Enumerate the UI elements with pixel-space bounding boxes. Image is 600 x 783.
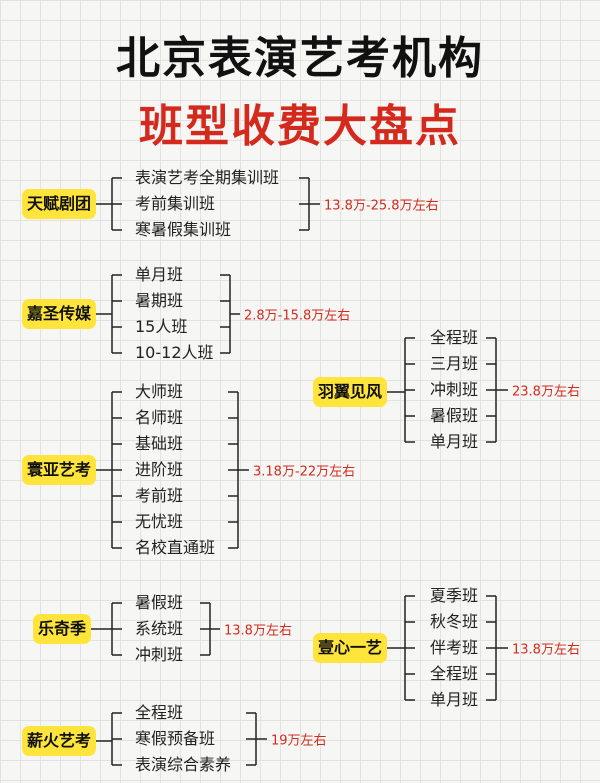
class-item: 秋冬班 — [430, 612, 479, 631]
price-label-tianfu: 13.8万-25.8万左右 — [324, 198, 439, 214]
class-item: 基础班 — [135, 434, 184, 453]
class-item: 表演艺考全期集训班 — [135, 168, 280, 187]
price-label-yuyi: 23.8万左右 — [512, 384, 580, 400]
price-label-xinhuo: 19万左右 — [271, 733, 327, 749]
class-item: 暑假班 — [430, 406, 479, 425]
class-item: 全程班 — [430, 328, 479, 347]
class-item: 冲刺班 — [430, 380, 479, 399]
org-label-yuyi: 羽翼见风 — [313, 377, 388, 407]
class-item: 10-12人班 — [135, 343, 214, 362]
class-item: 大师班 — [135, 382, 184, 401]
class-item: 15人班 — [135, 317, 188, 336]
class-item: 暑期班 — [135, 291, 184, 310]
class-item: 名校直通班 — [135, 538, 216, 557]
org-label-xinhuo: 薪火艺考 — [22, 726, 97, 756]
class-item: 夏季班 — [430, 586, 479, 605]
class-item: 表演综合素养 — [135, 755, 232, 774]
class-item: 无忧班 — [135, 512, 184, 531]
class-item: 暑假班 — [135, 593, 184, 612]
price-label-huanya: 3.18万-22万左右 — [253, 464, 356, 480]
class-item: 单月班 — [430, 432, 479, 451]
class-item: 名师班 — [135, 408, 184, 427]
class-item: 考前集训班 — [135, 194, 216, 213]
class-item: 单月班 — [430, 690, 479, 709]
page-title: 北京表演艺考机构 — [116, 33, 484, 84]
page-subtitle: 班型收费大盘点 — [139, 101, 461, 152]
class-item: 系统班 — [135, 619, 184, 638]
class-item: 考前班 — [135, 486, 184, 505]
org-label-tianfu: 天赋剧团 — [22, 189, 97, 219]
org-label-jiasheng: 嘉圣传媒 — [22, 299, 97, 329]
class-item: 全程班 — [430, 664, 479, 683]
org-label-leqiji: 乐奇季 — [33, 614, 92, 644]
class-item: 进阶班 — [135, 460, 184, 479]
class-item: 冲刺班 — [135, 645, 184, 664]
class-item: 寒假预备班 — [135, 729, 216, 748]
class-item: 全程班 — [135, 703, 184, 722]
org-label-yixin: 壹心一艺 — [313, 633, 388, 663]
class-item: 寒暑假集训班 — [135, 220, 232, 239]
price-label-yixin: 13.8万左右 — [512, 642, 580, 658]
class-item: 单月班 — [135, 265, 184, 284]
class-item: 伴考班 — [430, 638, 479, 657]
price-label-jiasheng: 2.8万-15.8万左右 — [244, 308, 351, 324]
org-label-huanya: 寰亚艺考 — [22, 455, 97, 485]
price-label-leqiji: 13.8万左右 — [224, 623, 292, 639]
class-item: 三月班 — [430, 354, 479, 373]
